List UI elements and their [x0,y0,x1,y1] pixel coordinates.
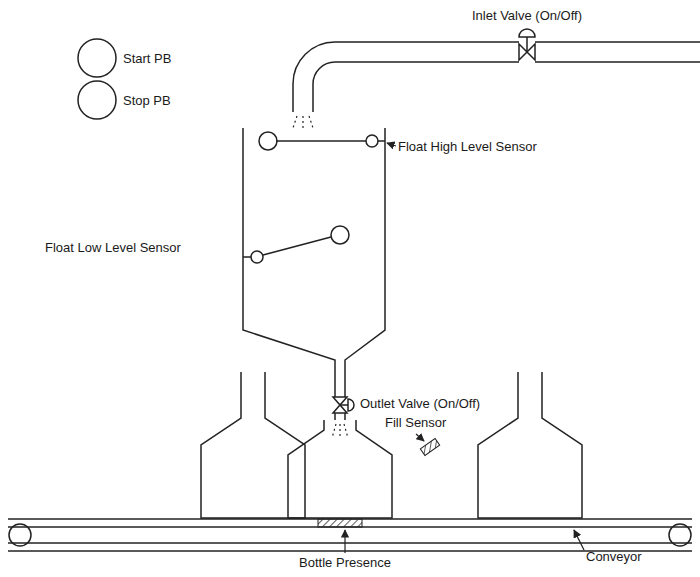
float-high-bracket [378,140,385,142]
outlet-spray [332,424,348,438]
float-low-ball [331,226,349,244]
part-label: Float High Level Sensor [398,139,537,155]
conveyor-roller [669,524,691,546]
button-circle [76,37,118,79]
button-label: Start PB [118,51,171,66]
push-button: Stop PB [76,79,175,121]
inlet-pipe [313,62,519,112]
inlet-spray [293,116,313,128]
button-label: Stop PB [118,93,171,108]
conveyor-roller [9,524,31,546]
outlet-spout [335,413,345,420]
tank-wall [345,128,385,397]
inlet-pipe [535,42,700,62]
inlet-pipe [293,42,519,112]
leader-line [416,434,424,441]
leader-line [344,530,345,553]
part-label: Conveyor [586,549,642,565]
float-high-arm [276,140,366,142]
button-outline [78,81,116,119]
bottle [201,372,305,518]
part-label: Outlet Valve (On/Off) [360,396,480,412]
bottle [288,420,392,518]
float-high-ball [259,132,277,150]
float-low-bracket [243,256,251,258]
part-label: Fill Sensor [385,415,446,431]
bottle-presence-sensor [318,519,362,527]
leader-line [574,530,584,550]
conveyor-belt [8,542,692,544]
button-circle [76,79,118,121]
inlet-valve-actuator [519,29,535,52]
part-label: Float Low Level Sensor [45,240,181,256]
tank-wall [243,128,335,397]
bottle [478,372,582,518]
float-low-arm [263,237,331,255]
part-label: Inlet Valve (On/Off) [472,8,582,24]
push-button: Start PB [76,37,176,79]
float-low-pivot [251,251,263,263]
part-label: Bottle Presence [299,555,391,571]
leader-line [387,143,396,146]
button-outline [78,39,116,77]
outlet-valve-actuator [340,399,354,411]
float-high-pivot [366,135,378,147]
